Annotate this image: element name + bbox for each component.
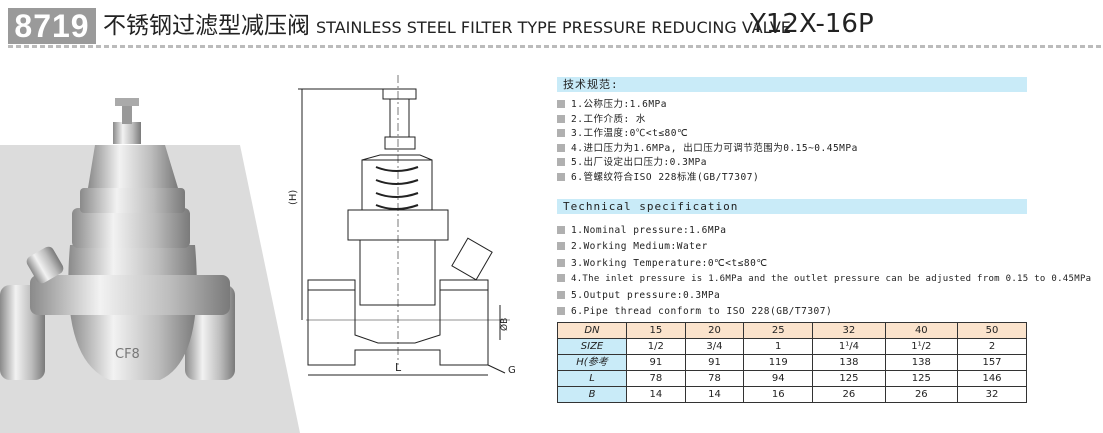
dimension-l-label: L xyxy=(395,361,402,374)
bullet-square-icon xyxy=(557,100,565,108)
table-cell: 125 xyxy=(812,370,886,387)
table-cell: 94 xyxy=(743,370,814,387)
row-header: SIZE xyxy=(557,338,627,355)
table-cell: 138 xyxy=(812,354,886,371)
spec-en-item: 4.The inlet pressure is 1.6MPa and the o… xyxy=(557,273,1091,286)
spec-en-item: 2.Working Medium:Water xyxy=(557,240,708,253)
table-cell: 119 xyxy=(743,354,814,371)
spec-en-item: 5.Output pressure:0.3MPa xyxy=(557,289,720,302)
table-cell: 1¹/4 xyxy=(812,338,886,355)
bullet-square-icon xyxy=(557,172,565,181)
dimension-b-label: ØB xyxy=(499,318,510,331)
spec-cn-item: 2.工作介质: 水 xyxy=(557,113,646,126)
table-cell: 78 xyxy=(684,370,745,387)
table-cell: 1¹/2 xyxy=(884,338,959,355)
table-cell: 125 xyxy=(884,370,959,387)
table-cell: 1 xyxy=(743,338,814,355)
header-dashed-rule xyxy=(8,45,1103,48)
table-cell: 50 xyxy=(957,322,1027,339)
title-chinese: 不锈钢过滤型减压阀 xyxy=(103,13,310,39)
table-cell: 16 xyxy=(743,386,814,403)
spec-en-item: 1.Nominal pressure:1.6MPa xyxy=(557,224,727,237)
table-cell: 40 xyxy=(884,322,959,339)
table-cell: 91 xyxy=(684,354,745,371)
model-number-badge: 8719 xyxy=(8,8,96,44)
spec-cn-item: 6.管螺纹符合ISO 228标准(GB/T7307) xyxy=(557,171,759,184)
table-cell: 138 xyxy=(884,354,959,371)
spec-cn-item: 5.出厂设定出口压力:0.3MPa xyxy=(557,156,707,169)
table-cell: 26 xyxy=(812,386,886,403)
row-header: DN xyxy=(557,322,627,339)
table-cell: 20 xyxy=(684,322,745,339)
bullet-square-icon xyxy=(557,307,565,315)
table-cell: 14 xyxy=(684,386,745,403)
product-photo: CF8 xyxy=(0,98,300,433)
table-cell: 91 xyxy=(626,354,686,371)
table-cell: 157 xyxy=(957,354,1027,371)
sectional-drawing: (H) L ØB G xyxy=(288,75,516,376)
spec-en-item: 3.Working Temperature:0℃<t≤80℃ xyxy=(557,257,767,270)
spec-en-title: Technical specification xyxy=(557,199,1027,214)
table-cell: 15 xyxy=(626,322,686,339)
bullet-square-icon xyxy=(557,114,565,123)
table-cell: 2 xyxy=(957,338,1027,355)
bullet-square-icon xyxy=(557,242,565,250)
photo-cast-marking: CF8 xyxy=(115,347,140,362)
table-cell: 26 xyxy=(884,386,959,403)
row-header: L xyxy=(557,370,627,387)
dimension-h-label: (H) xyxy=(288,190,299,205)
title-english: STAINLESS STEEL FILTER TYPE PRESSURE RED… xyxy=(316,18,791,37)
spec-cn-item: 1.公称压力:1.6MPa xyxy=(557,98,667,111)
table-cell: 1/2 xyxy=(626,338,686,355)
table-cell: 78 xyxy=(626,370,686,387)
spec-cn-item: 4.进口压力为1.6MPa, 出口压力可调节范围为0.15~0.45MPa xyxy=(557,142,858,155)
spec-cn-item: 3.工作温度:0℃<t≤80℃ xyxy=(557,127,688,140)
row-header: B xyxy=(557,386,627,403)
table-cell: 14 xyxy=(626,386,686,403)
dimension-g-label: G xyxy=(508,365,516,376)
bullet-square-icon xyxy=(557,259,565,267)
spec-en-item: 6.Pipe thread conform to ISO 228(GB/T730… xyxy=(557,305,832,318)
spec-cn-title: 技术规范: xyxy=(557,77,1027,92)
bullet-square-icon xyxy=(557,129,565,137)
row-header: H(参考 xyxy=(557,354,627,371)
table-cell: 146 xyxy=(957,370,1027,387)
model-code: Y12X-16P xyxy=(750,9,874,39)
bullet-square-icon xyxy=(557,143,565,152)
table-cell: 32 xyxy=(812,322,886,339)
table-cell: 32 xyxy=(957,386,1027,403)
bullet-square-icon xyxy=(557,274,565,282)
bullet-square-icon xyxy=(557,291,565,299)
table-cell: 25 xyxy=(743,322,814,339)
table-cell: 3/4 xyxy=(684,338,745,355)
bullet-square-icon xyxy=(557,158,565,166)
bullet-square-icon xyxy=(557,226,565,234)
